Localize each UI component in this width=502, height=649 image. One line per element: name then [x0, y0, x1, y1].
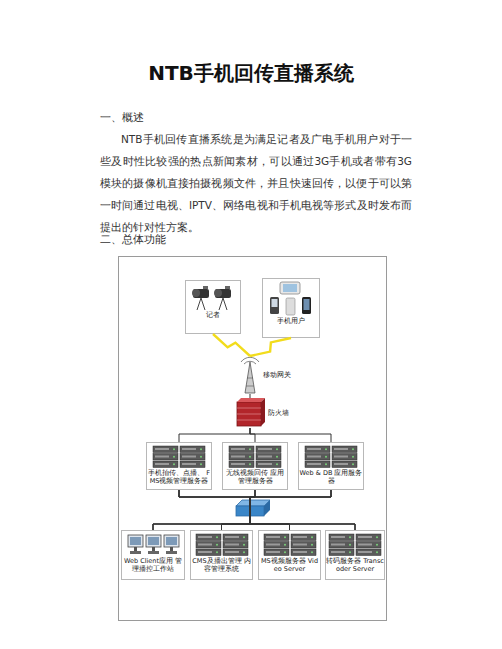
network-link — [179, 428, 250, 442]
network-link — [153, 490, 255, 530]
node-text: Web & DB 应用服务器 — [299, 469, 363, 485]
servers-icon — [303, 445, 359, 469]
server-box: 转码服务器 Transcoder Server — [325, 530, 385, 580]
mobile-gateway: 移动网关 — [240, 356, 296, 394]
node-text: 防火墙 — [268, 409, 289, 417]
node-text: 手机拍传、点播、 FMS视频管理服务器 — [147, 469, 211, 485]
network-link — [250, 490, 355, 530]
server-box: MS视频服务器 Video Server — [258, 530, 321, 580]
firewall: 防火墙 — [235, 398, 297, 428]
network-link — [153, 490, 250, 530]
network-link — [222, 490, 256, 530]
section-heading: 二、总体功能 — [100, 228, 300, 250]
network-link — [179, 490, 355, 530]
node-text: 记者 — [206, 311, 220, 319]
firewall-icon — [235, 398, 265, 428]
network-link — [250, 490, 331, 530]
network-link — [250, 428, 331, 442]
network-link — [250, 428, 255, 442]
network-link — [153, 490, 331, 530]
node-text: MS视频服务器 Video Server — [259, 557, 320, 573]
antenna-icon — [240, 356, 260, 394]
server-box: 手机拍传、点播、 FMS视频管理服务器 — [146, 442, 212, 490]
server-box: CMS及播出管理 内容管理系统 — [190, 530, 253, 580]
servers2-icon — [262, 533, 318, 557]
network-link — [222, 490, 332, 530]
servers-icon — [151, 445, 207, 469]
network-link — [250, 490, 290, 530]
node-text: 转码服务器 Transcoder Server — [326, 557, 384, 573]
cameras-icon — [189, 283, 237, 311]
section-heading: 一、概述 — [100, 106, 300, 128]
node-text: 移动网关 — [263, 371, 291, 379]
server-box: 无线视频回传 应用管理服务器 — [222, 442, 288, 490]
servers2-icon — [194, 533, 250, 557]
wireless-link — [250, 338, 291, 356]
network-link — [179, 490, 290, 530]
monitors-icon — [125, 533, 181, 557]
page-title: NTB手机回传直播系统 — [0, 60, 502, 87]
body-paragraph: NTB手机回传直播系统是为满足记者及广电手机用户对于一些及时性比较强的热点新闻素… — [100, 128, 412, 238]
network-link — [250, 490, 355, 530]
node-text: Web Client应用 管理播控工作站 — [122, 557, 184, 573]
network-link — [179, 490, 250, 530]
node-text: 无线视频回传 应用管理服务器 — [223, 469, 287, 485]
workstation-box: Web Client应用 管理播控工作站 — [121, 530, 185, 580]
network-switch — [236, 500, 270, 516]
servers2-icon — [327, 533, 383, 557]
server-box: Web & DB 应用服务器 — [298, 442, 364, 490]
node-text: 手机用户 — [277, 317, 305, 325]
network-link — [250, 394, 251, 398]
mobile-user-box: 手机用户 — [262, 278, 320, 338]
reporter-box: 记者 — [185, 280, 241, 334]
node-text: CMS及播出管理 内容管理系统 — [191, 557, 252, 573]
wireless-link — [213, 334, 250, 356]
servers-icon — [227, 445, 283, 469]
phones-icon — [266, 281, 316, 317]
